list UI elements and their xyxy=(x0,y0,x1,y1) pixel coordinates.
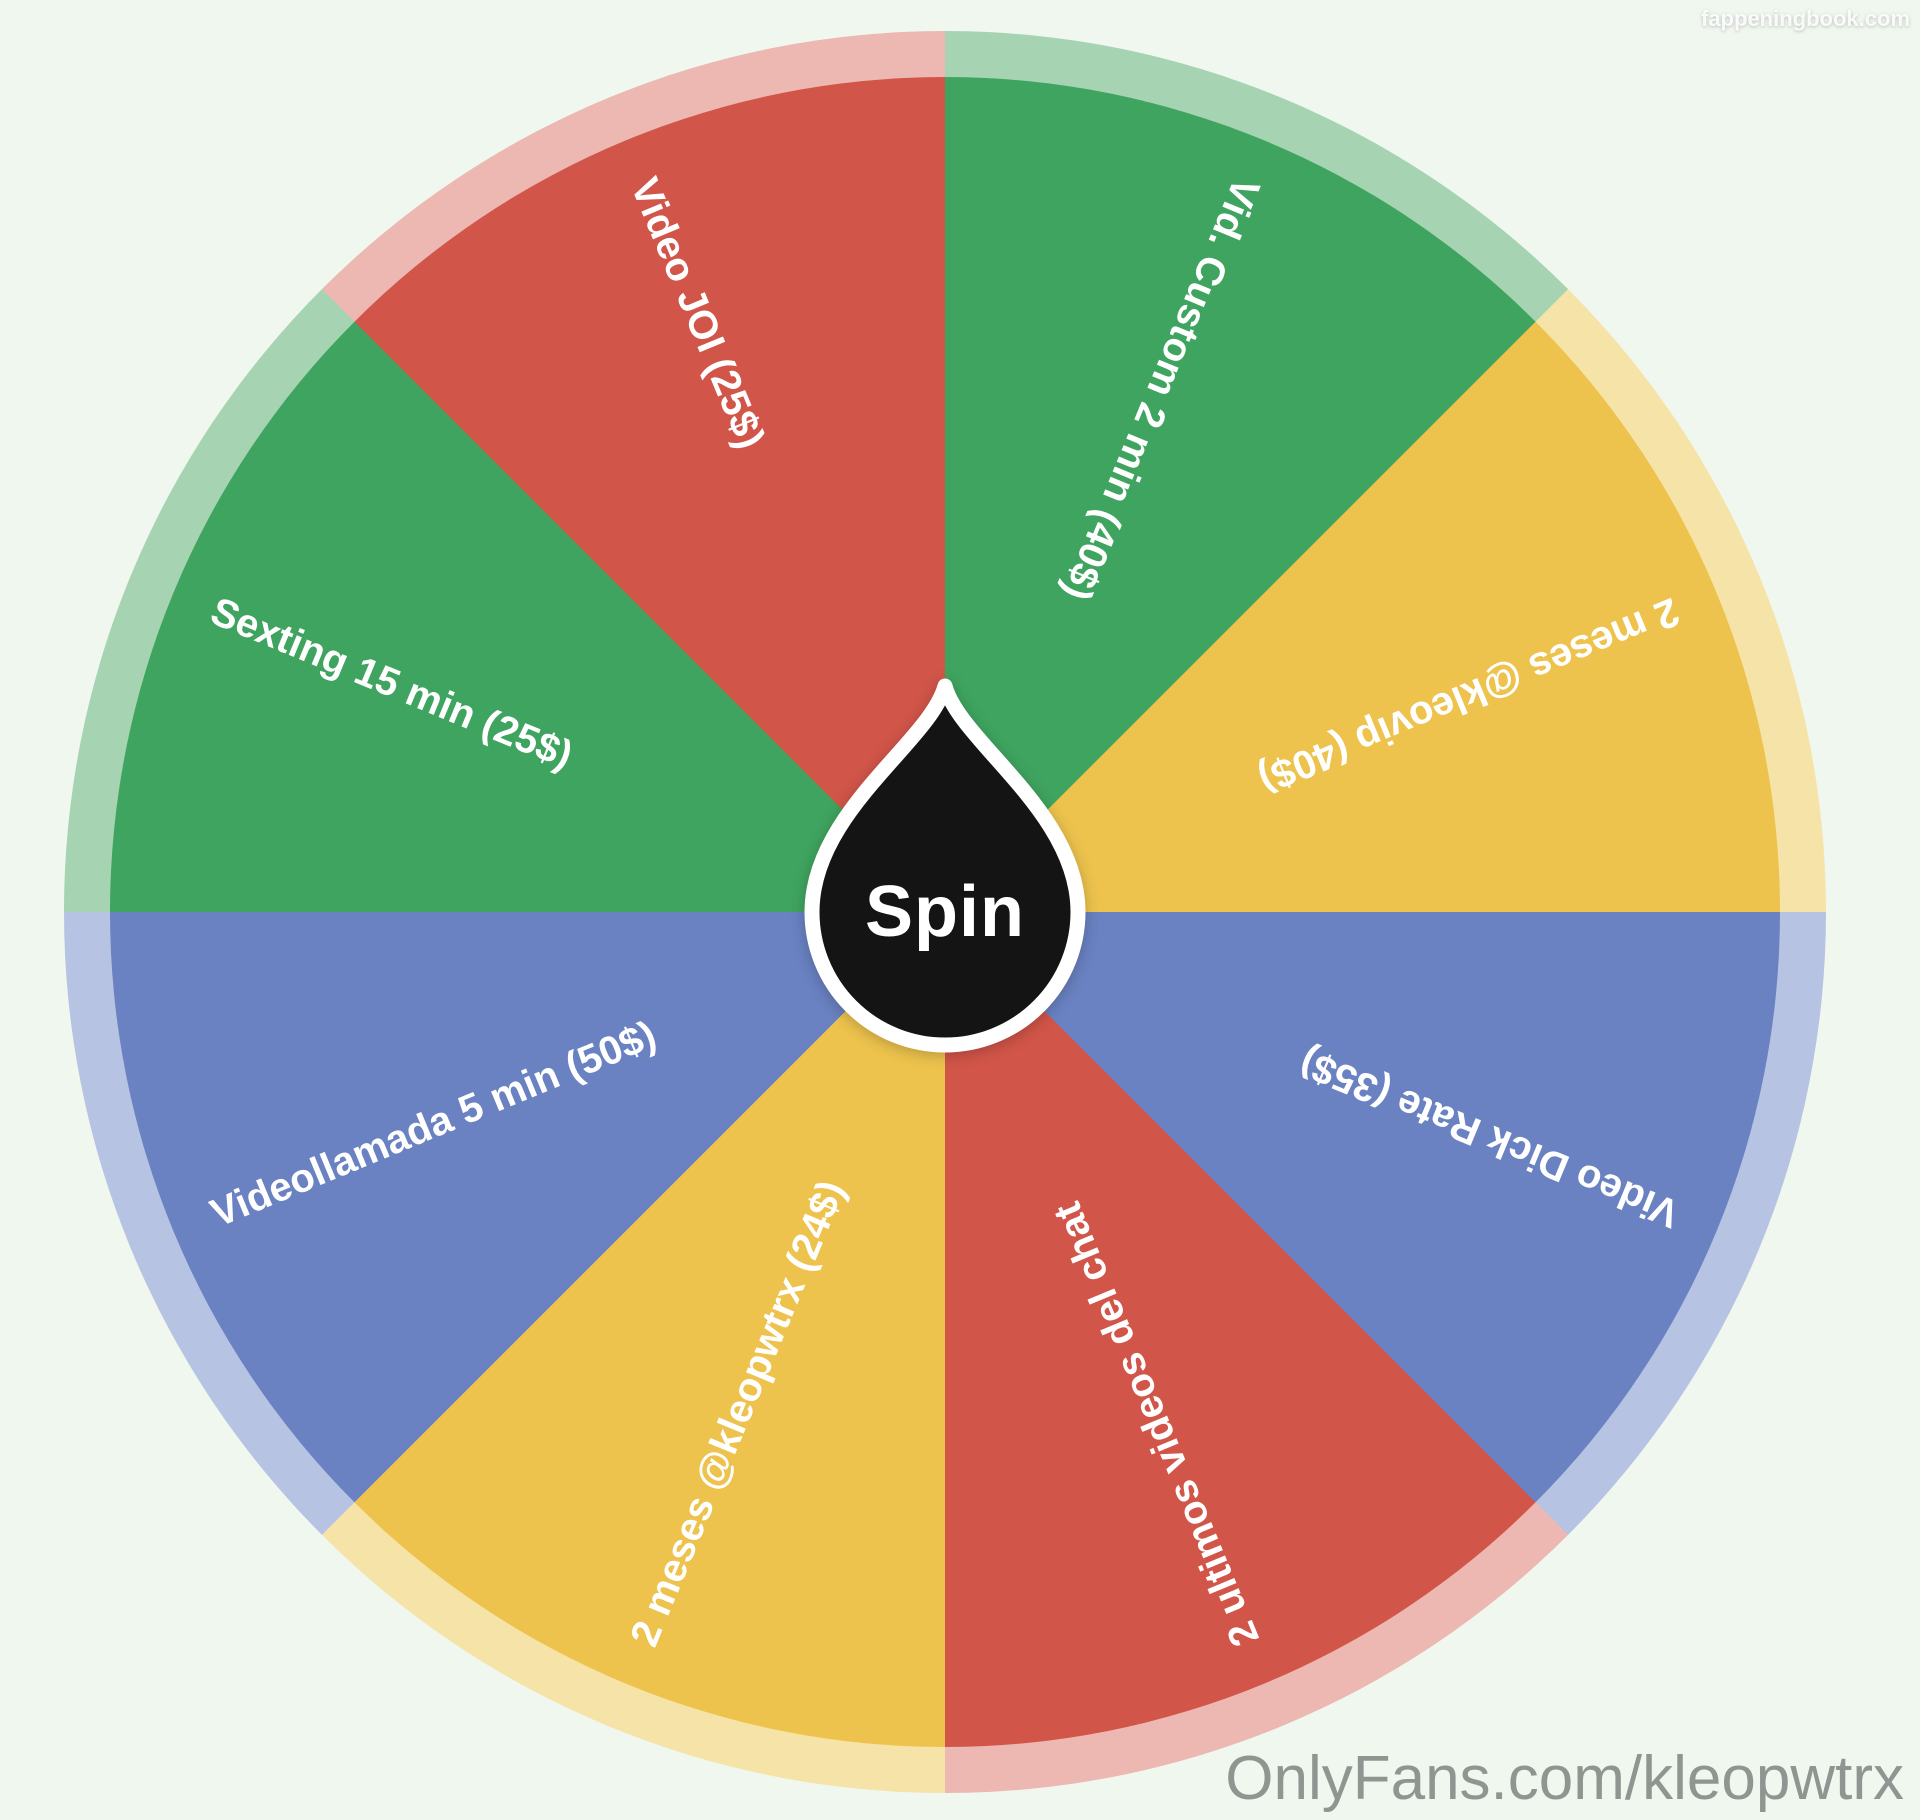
watermark-bottom-right: OnlyFans.com/kleopwtrx xyxy=(1225,1744,1904,1813)
spin-pointer-icon[interactable] xyxy=(775,637,1115,1067)
watermark-top-right: fappeningbook.com xyxy=(1701,6,1910,31)
